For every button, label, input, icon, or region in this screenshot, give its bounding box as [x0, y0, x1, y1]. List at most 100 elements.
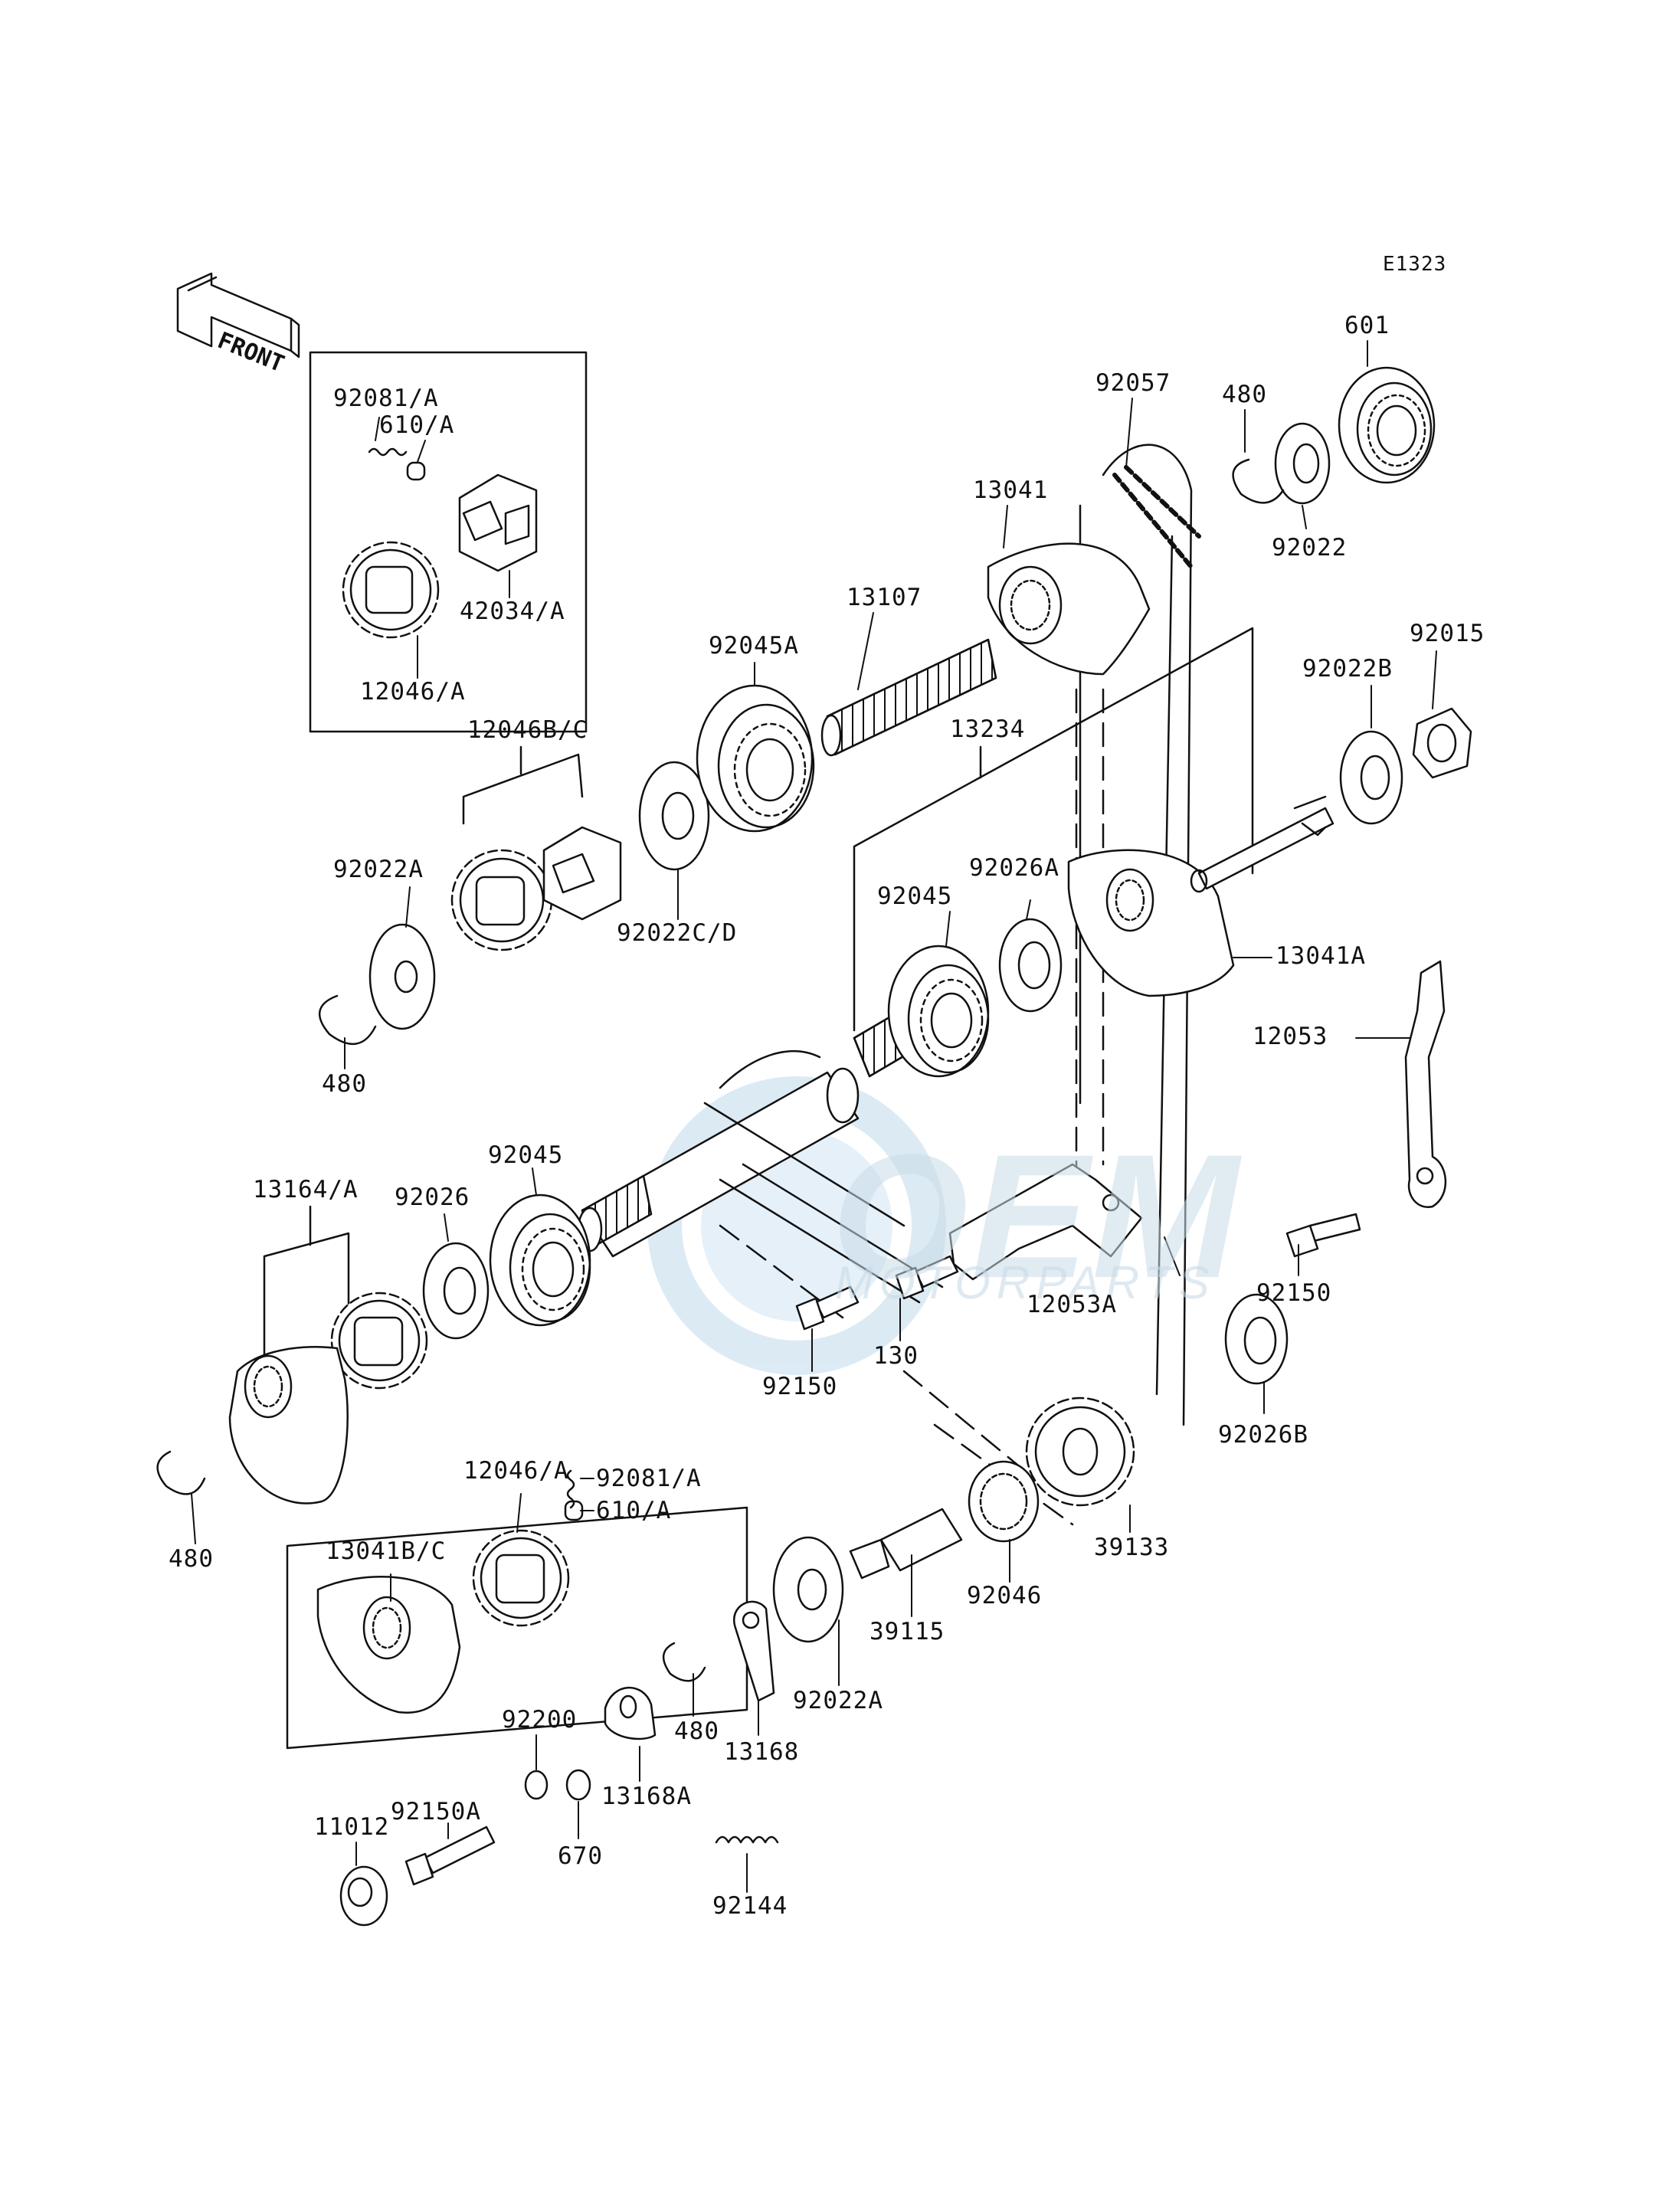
sprocket-12046bc: [450, 849, 553, 951]
stopper-13168a: [604, 1686, 657, 1740]
lever-12053: [1404, 960, 1447, 1209]
hub-12046bc: [542, 826, 622, 921]
diagram-code: E1323: [1383, 253, 1447, 276]
part-label-480-bottom: 480: [674, 1717, 719, 1745]
part-label-92150-mid: 92150: [762, 1373, 838, 1400]
part-label-92022cd: 92022C/D: [617, 919, 738, 947]
part-label-12046bc: 12046B/C: [467, 716, 588, 744]
circlip-480-lower: [156, 1450, 206, 1495]
part-label-13041: 13041: [973, 476, 1049, 504]
hub-42034a-top: [458, 473, 538, 572]
bearing-92046: [968, 1460, 1040, 1543]
part-label-92081a-top: 92081/A: [333, 385, 439, 412]
front-direction-arrow: [176, 272, 300, 359]
washer-92022a-bottom: [772, 1536, 844, 1643]
part-label-39115: 39115: [869, 1618, 945, 1645]
part-label-480-lower: 480: [169, 1545, 214, 1573]
part-label-92200: 92200: [502, 1706, 578, 1734]
part-label-92026: 92026: [395, 1184, 470, 1211]
part-label-13234: 13234: [950, 715, 1026, 743]
part-label-92045-lower: 92045: [488, 1141, 564, 1169]
part-label-92150-right: 92150: [1256, 1279, 1332, 1307]
bearing-601: [1338, 366, 1436, 484]
oring-670: [565, 1769, 591, 1801]
part-label-39133: 39133: [1094, 1534, 1170, 1561]
part-label-610a-top: 610/A: [379, 411, 455, 439]
part-label-92022a-bottom: 92022A: [793, 1687, 883, 1714]
washer-92026: [422, 1242, 490, 1340]
pin-610a-top: [406, 461, 426, 481]
part-label-601: 601: [1344, 312, 1390, 339]
circlip-480-bottom: [663, 1642, 706, 1682]
part-label-13107: 13107: [847, 584, 922, 611]
bolt-92150-mid: [795, 1285, 860, 1331]
part-label-92026b: 92026B: [1218, 1421, 1308, 1449]
part-label-12046a-bottom: 12046/A: [463, 1457, 569, 1485]
shaft-39115: [849, 1508, 963, 1580]
washer-92200: [524, 1770, 549, 1800]
part-label-92144: 92144: [712, 1892, 788, 1920]
arm-13041bc: [316, 1576, 461, 1714]
washer-92026a: [998, 918, 1063, 1013]
part-label-480-left: 480: [322, 1070, 367, 1098]
bracket-13234: [853, 627, 1254, 1032]
bearing-92045-lower: [489, 1193, 591, 1327]
part-label-92045-upper: 92045: [877, 882, 953, 910]
shaft-13041a: [1190, 795, 1335, 893]
part-label-92150a: 92150A: [391, 1798, 481, 1825]
sprocket-13164a: [330, 1292, 428, 1390]
inset-box-top: [309, 351, 588, 733]
part-label-13041a: 13041A: [1276, 942, 1366, 970]
part-label-92022: 92022: [1272, 534, 1348, 562]
arm-13041: [987, 542, 1151, 676]
part-label-610a-bottom: 610/A: [596, 1497, 672, 1524]
part-label-13164a: 13164/A: [253, 1176, 359, 1203]
part-label-130: 130: [873, 1342, 919, 1370]
circlip-480-top: [1232, 458, 1285, 504]
part-label-13168a: 13168A: [601, 1783, 692, 1810]
bracket-12046bc: [462, 745, 584, 825]
part-label-92022a-left: 92022A: [333, 856, 424, 883]
part-label-11012: 11012: [314, 1813, 390, 1841]
part-label-92057: 92057: [1095, 369, 1171, 397]
washer-92022cd: [638, 761, 710, 871]
part-label-92026a: 92026A: [969, 854, 1059, 882]
part-label-42034a: 42034/A: [460, 598, 565, 625]
nut-92015: [1412, 707, 1472, 779]
bearing-92045-upper: [887, 945, 990, 1078]
part-label-13041bc: 13041B/C: [326, 1537, 447, 1565]
spring-92144: [715, 1835, 779, 1844]
part-label-92015: 92015: [1410, 620, 1485, 647]
bolt-130: [895, 1255, 959, 1300]
sprocket-12046a-bottom: [472, 1529, 570, 1627]
cap-11012: [339, 1865, 388, 1927]
circlip-480-left: [318, 994, 377, 1046]
shaft-13107: [820, 638, 997, 757]
bearing-92045a: [696, 684, 815, 833]
inset-box-bottom: [286, 1506, 748, 1750]
part-label-480-top: 480: [1222, 381, 1267, 408]
spring-92081a-top: [368, 447, 408, 457]
part-label-92046: 92046: [967, 1582, 1043, 1609]
arm-13164a: [228, 1346, 349, 1505]
washer-92022b: [1339, 730, 1403, 825]
bolt-92150a: [404, 1825, 496, 1886]
plate-13168: [733, 1600, 775, 1702]
part-label-12046a-top: 12046/A: [360, 678, 466, 706]
part-label-92045a: 92045A: [709, 632, 799, 660]
guide-12053a: [948, 1163, 1143, 1281]
watermark-sub: MOTORPARTS: [835, 1257, 1216, 1308]
part-label-12053a: 12053A: [1027, 1291, 1117, 1318]
bolt-92150-right: [1285, 1213, 1361, 1258]
part-label-13168: 13168: [724, 1738, 800, 1766]
part-label-92022b: 92022B: [1302, 655, 1393, 683]
part-label-12053: 12053: [1253, 1023, 1328, 1050]
leader-lines: [191, 340, 1437, 1893]
part-label-92081a-bottom: 92081/A: [596, 1465, 702, 1492]
washer-92026b: [1224, 1293, 1289, 1385]
sprocket-39133: [1025, 1396, 1135, 1507]
sprocket-12046a-top: [342, 541, 440, 639]
part-label-670: 670: [558, 1842, 603, 1870]
